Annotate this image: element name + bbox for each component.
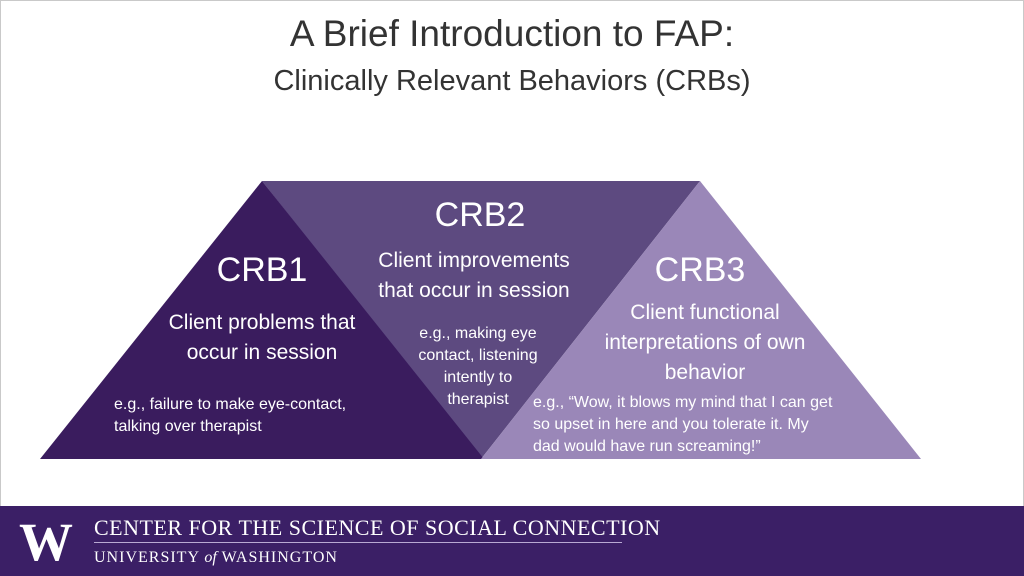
- crb2-description: Client improvements that occur in sessio…: [350, 246, 598, 306]
- uw-w-logo-letter: W: [19, 516, 73, 566]
- university-of: of: [204, 549, 217, 566]
- footer-divider: [94, 542, 622, 543]
- crb3-example-line: so upset in here and you tolerate it. My: [533, 416, 809, 433]
- crb2-label: CRB2: [434, 196, 526, 234]
- university-name: UNIVERSITY of WASHINGTON: [94, 547, 338, 569]
- crb2-inverted-triangle: [262, 181, 700, 459]
- crb1-example-line: e.g., failure to make eye-contact,: [114, 396, 347, 413]
- crb1-label: CRB1: [216, 251, 308, 289]
- crb2-example-line: e.g., making eye: [419, 325, 537, 342]
- crb2-example-line: contact, listening: [418, 347, 538, 364]
- crb3-description: Client functional interpretations of own…: [574, 298, 836, 388]
- crb3-description-line: interpretations of own: [604, 331, 806, 354]
- crb3-example-line: e.g., “Wow, it blows my mind that I can …: [533, 394, 833, 411]
- crb1-description-line: occur in session: [186, 341, 338, 364]
- crb2-example-line: therapist: [447, 391, 509, 408]
- crb1-example-line: talking over therapist: [114, 418, 262, 435]
- crb2-description-line: Client improvements: [378, 249, 570, 272]
- slide-subtitle: Clinically Relevant Behaviors (CRBs): [273, 65, 751, 97]
- university-suffix: WASHINGTON: [221, 549, 338, 566]
- crb1-description-line: Client problems that: [168, 311, 356, 334]
- crb2-description-line: that occur in session: [378, 279, 570, 302]
- crb3-label: CRB3: [654, 251, 746, 289]
- crb3-example: e.g., “Wow, it blows my mind that I can …: [533, 392, 878, 458]
- crb1-triangle: [40, 181, 484, 459]
- crb2-example-line: intently to: [443, 369, 513, 386]
- university-prefix: UNIVERSITY: [94, 549, 200, 566]
- org-name: CENTER FOR THE SCIENCE OF SOCIAL CONNECT…: [94, 515, 661, 540]
- crb3-example-line: dad would have run screaming!”: [533, 438, 761, 455]
- crb2-example: e.g., making eye contact, listening inte…: [402, 323, 554, 411]
- crb1-description: Client problems that occur in session: [140, 308, 384, 368]
- uw-w-logo-icon: W: [19, 516, 73, 566]
- crb3-triangle: [481, 181, 921, 459]
- footer-bar: W CENTER FOR THE SCIENCE OF SOCIAL CONNE…: [0, 506, 1024, 576]
- crb3-description-line: behavior: [664, 361, 746, 384]
- slide-title: A Brief Introduction to FAP:: [289, 13, 735, 54]
- crb3-description-line: Client functional: [630, 301, 780, 324]
- crb1-example: e.g., failure to make eye-contact, talki…: [114, 394, 404, 438]
